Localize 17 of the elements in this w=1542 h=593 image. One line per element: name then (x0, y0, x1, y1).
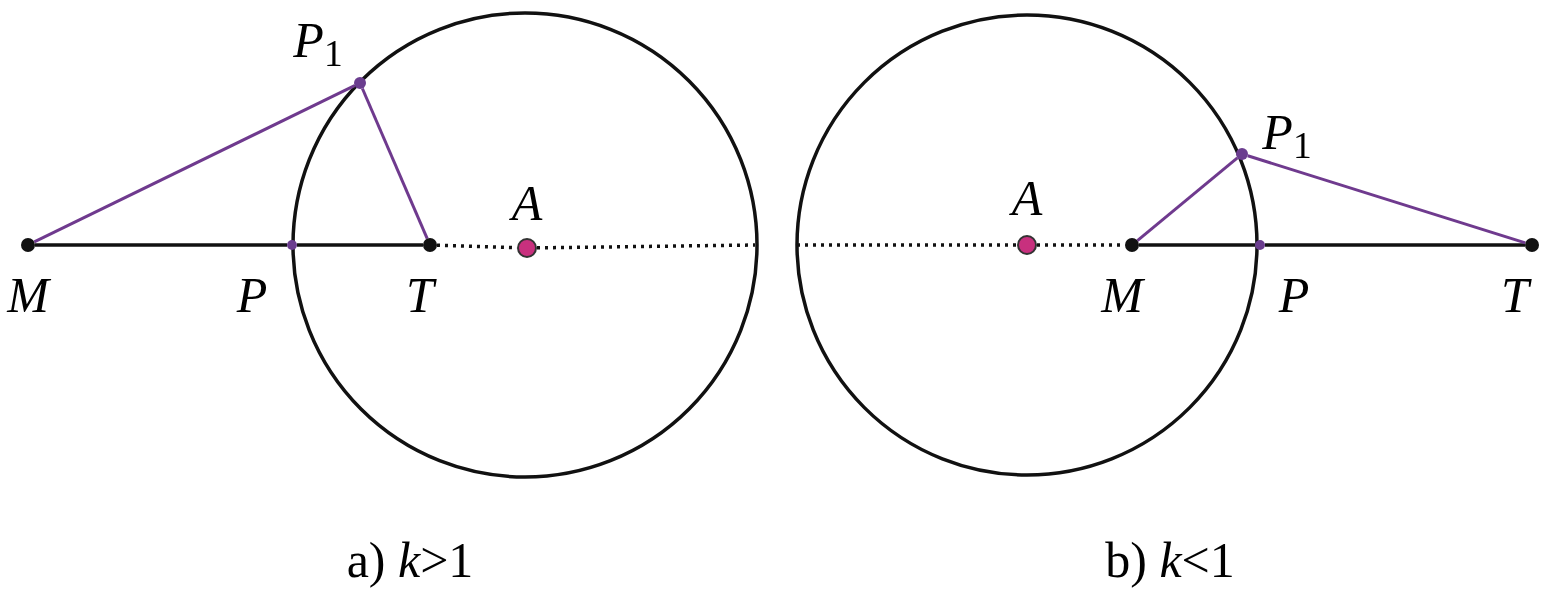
point-label: A (1011, 173, 1043, 223)
line-segment (1247, 154, 1526, 245)
line-segment (35, 243, 287, 247)
line-segment (361, 87, 429, 240)
point-label: P (1278, 270, 1310, 320)
line-segment (297, 243, 423, 247)
line-segment (1265, 243, 1525, 247)
point-label: M (7, 270, 49, 320)
point-label: P$_{1}$ (293, 15, 343, 65)
dotted-line (536, 243, 756, 250)
line-segment (33, 84, 356, 244)
line-segment (1136, 156, 1239, 242)
point-label: P (236, 270, 268, 320)
point-label: M (1101, 270, 1143, 320)
point-label: A (511, 178, 543, 228)
dotted-line (797, 243, 1017, 247)
point-label: P$_{1}$ (1262, 107, 1312, 157)
